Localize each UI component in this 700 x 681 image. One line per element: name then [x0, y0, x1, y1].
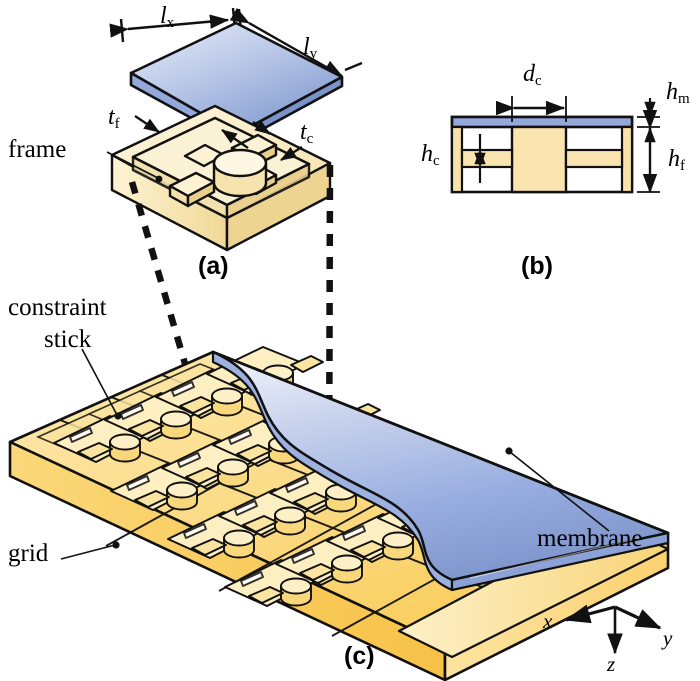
grid-label-leader: [60, 541, 120, 560]
axis-label-z: z: [607, 652, 616, 676]
array-membrane: [211, 350, 670, 659]
unit-cell: [161, 440, 279, 488]
dimension-hm: [637, 98, 660, 143]
panel-c-group: [8, 346, 670, 681]
dimension-dc: [496, 96, 567, 122]
dimension-label-tc: tc: [300, 119, 314, 148]
constraint-stick-label-line2: stick: [44, 326, 92, 353]
dimension-label-hm: hm: [666, 79, 690, 108]
membrane-label: membrane: [537, 525, 643, 552]
constraint-stick-label-line1: constraint: [8, 294, 107, 321]
panel-c-letter: (c): [344, 642, 375, 670]
constraint-stick-label-leader: [81, 348, 122, 420]
panel-a-letter: (a): [198, 252, 229, 280]
frame-label: frame: [8, 136, 67, 163]
panel-b-group: [450, 96, 660, 194]
dashed-connectors: [128, 164, 334, 521]
panel-b-letter: (b): [521, 252, 553, 280]
grid-label: grid: [8, 540, 49, 567]
dimension-label-hc: hc: [421, 141, 440, 170]
dimension-label-lx: lx: [160, 3, 175, 32]
frame-label-leader: [106, 151, 163, 183]
unit-cell-frame: [110, 104, 332, 252]
membrane-label-leader: [505, 447, 610, 532]
coordinate-axes: [564, 604, 662, 655]
dimension-label-ly: ly: [303, 34, 318, 63]
dimension-tf-leader: [134, 115, 249, 149]
dimension-tc-leader: [252, 120, 303, 161]
dimension-label-dc: dc: [523, 61, 542, 90]
dimension-hf: [637, 110, 660, 194]
axis-label-x: x: [543, 609, 553, 633]
dimension-label-tf: tf: [108, 104, 120, 133]
dimension-label-hf: hf: [668, 146, 685, 175]
axis-label-y: y: [663, 626, 673, 650]
panel-a-group: [106, 7, 363, 252]
